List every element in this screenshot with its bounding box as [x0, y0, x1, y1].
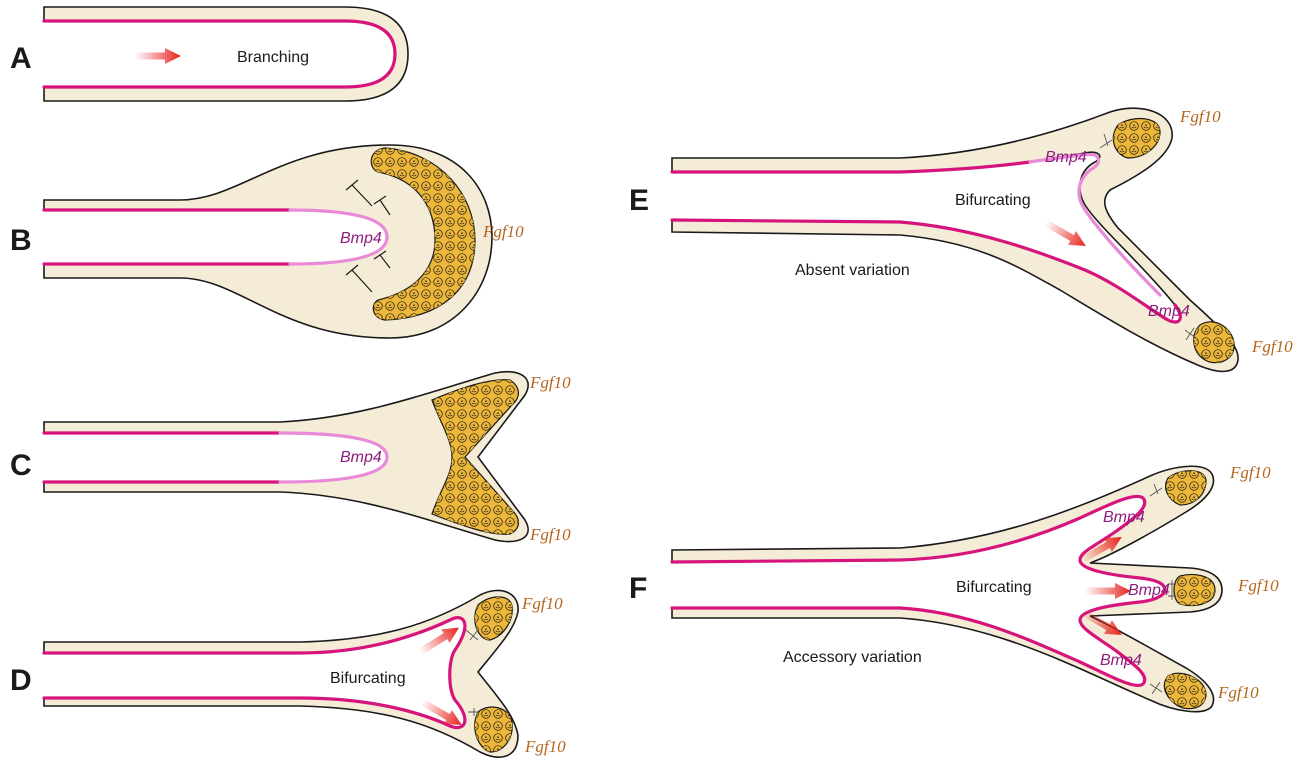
panel-f: F Bifurcating Accessory variation Bmp4 B…: [629, 463, 1279, 712]
panel-f-fgf10-middle-label: Fgf10: [1237, 576, 1279, 595]
panel-b-epithelium-stalk: [44, 210, 290, 264]
panel-c: C Bmp4 Fgf10 Fgf10: [10, 372, 571, 544]
panel-c-letter: C: [10, 449, 32, 482]
panel-f-accessory-variation-label: Accessory variation: [783, 649, 922, 666]
panel-e-absent-variation-label: Absent variation: [795, 262, 910, 279]
panel-b-fgf10-label: Fgf10: [482, 222, 524, 241]
panel-b-bmp4-label: Bmp4: [340, 230, 382, 247]
panel-f-fgf10-top-label: Fgf10: [1229, 463, 1271, 482]
panel-e-bmp4-bottom-label: Bmp4: [1148, 303, 1190, 320]
panel-d-fgf10-top-label: Fgf10: [521, 594, 563, 613]
panel-f-bmp4-bottom-label: Bmp4: [1100, 652, 1142, 669]
panel-d-fgf10-bottom-label: Fgf10: [524, 737, 566, 756]
panel-a-branching-label: Branching: [237, 49, 309, 66]
panel-e-letter: E: [629, 184, 649, 217]
panel-c-epithelium-stalk: [44, 433, 280, 482]
panel-f-fgf10-middle-cells: [1174, 575, 1215, 606]
panel-d-bud-tissue: [44, 590, 518, 757]
panel-b: B Bmp4 Fgf10: [10, 145, 524, 338]
panel-c-fgf10-top-label: Fgf10: [529, 373, 571, 392]
panel-e-bifurcating-label: Bifurcating: [955, 192, 1031, 209]
panel-f-letter: F: [629, 572, 647, 605]
panel-f-bifurcating-label: Bifurcating: [956, 579, 1032, 596]
panel-c-fgf10-bottom-label: Fgf10: [529, 525, 571, 544]
panel-e-fgf10-top-label: Fgf10: [1179, 107, 1221, 126]
panel-d-bifurcating-label: Bifurcating: [330, 670, 406, 687]
panel-d-letter: D: [10, 664, 32, 697]
panel-e-arrow: [1042, 216, 1090, 253]
panel-a-branching-arrow: [135, 48, 181, 64]
panel-e: E Bifurcating Absent variation Bmp4 Bmp4…: [629, 107, 1293, 371]
panel-b-letter: B: [10, 224, 32, 257]
panel-e-bmp4-top-label: Bmp4: [1045, 149, 1087, 166]
panel-f-arrow-middle: [1085, 583, 1131, 599]
panel-a-epithelium: [44, 21, 395, 87]
panel-a: A Branching: [10, 7, 408, 101]
panel-a-letter: A: [10, 42, 32, 75]
panel-c-bmp4-label: Bmp4: [340, 449, 382, 466]
panel-f-fgf10-bottom-label: Fgf10: [1217, 683, 1259, 702]
panel-f-bmp4-top-label: Bmp4: [1103, 509, 1145, 526]
panel-f-bmp4-middle-label: Bmp4: [1128, 582, 1170, 599]
panel-e-fgf10-bottom-label: Fgf10: [1251, 337, 1293, 356]
panel-d: D Bifurcating Fgf10 Fgf10: [10, 590, 566, 757]
